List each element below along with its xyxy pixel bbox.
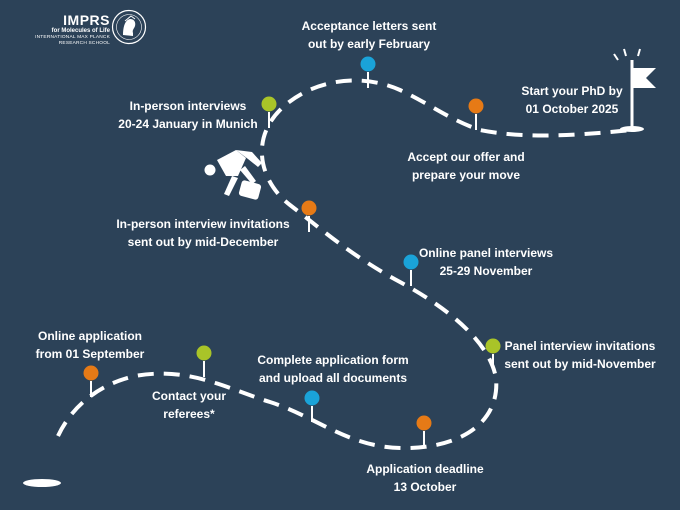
logo-subtitle: for Molecules of Life (51, 28, 110, 34)
logo-line-1: INTERNATIONAL MAX PLANCK (35, 35, 110, 40)
pin-accept-offer (468, 98, 484, 130)
imprs-logo: IMPRS for Molecules of Life INTERNATIONA… (24, 12, 110, 47)
pin-acceptance-letters (360, 56, 376, 88)
pin-contact-referees (196, 345, 212, 377)
pin-panel-interview-invitations (485, 338, 501, 370)
pin-in-person-interviews (261, 96, 277, 128)
road-path (56, 78, 633, 451)
pin-online-panel-interviews (403, 254, 419, 286)
walking-person-icon (204, 150, 262, 200)
pin-application-deadline (416, 415, 432, 447)
pin-complete-application (304, 390, 320, 422)
minerva-seal-icon (111, 9, 147, 45)
logo-line-2: RESEARCH SCHOOL (58, 41, 110, 46)
logo-title: IMPRS (63, 12, 110, 28)
start-spot (23, 479, 61, 487)
finish-flag-icon (613, 48, 656, 132)
pin-in-person-invitations (301, 200, 317, 232)
pin-online-application (83, 365, 99, 397)
